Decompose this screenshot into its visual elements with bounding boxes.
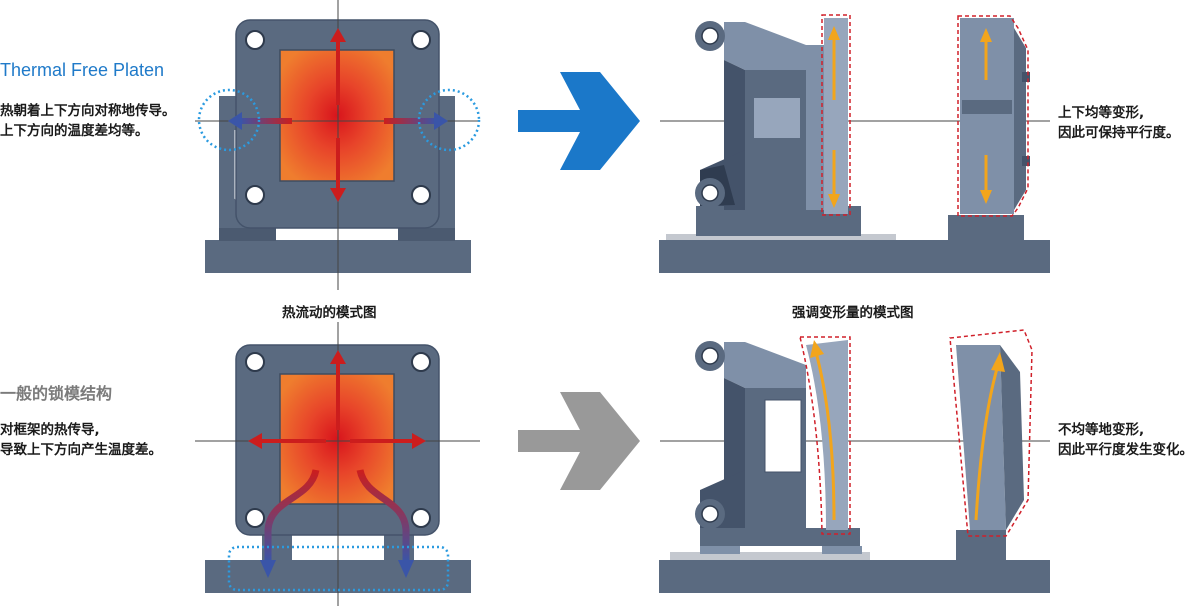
deform-arrow-down <box>828 194 840 208</box>
window <box>754 98 800 138</box>
highlight-circle-left <box>197 88 261 152</box>
bottom-section-title: 一般的锁模结构 <box>0 384 113 403</box>
top-result-line-2: 因此可保持平行度。 <box>1058 125 1180 141</box>
support-right <box>384 96 455 228</box>
deform-arrow-up <box>980 28 992 42</box>
heat-arrow-left <box>228 112 242 130</box>
platen-side <box>806 340 848 530</box>
heat-arrow-leg-right <box>398 560 414 578</box>
bottom-front-view <box>195 322 480 606</box>
heat-arrow-up <box>330 28 346 42</box>
platen-side-right <box>956 345 1006 530</box>
top-front-view <box>195 0 481 290</box>
bottom-side-view <box>659 329 1050 593</box>
top-desc-line-1: 热朝着上下方向对称地传导。 <box>0 103 176 119</box>
top-section-title: Thermal Free Platen <box>0 60 165 80</box>
bolt-hole <box>411 30 431 50</box>
caption-deformation: 强调变形量的模式图 <box>792 305 914 321</box>
bolt-hole <box>245 185 265 205</box>
caption-heat-flow: 热流动的模式图 <box>282 305 377 321</box>
foot-right <box>398 228 455 241</box>
bottom-desc-line-2: 导致上下方向产生温度差。 <box>0 442 162 458</box>
bottom-result-line-2: 因此平行度发生变化。 <box>1058 442 1193 458</box>
bolt-hole <box>411 185 431 205</box>
deform-outline <box>799 336 851 535</box>
deform-outline <box>957 15 1029 217</box>
deform-arrow-curve <box>991 352 1005 372</box>
deform-arrow-up <box>828 26 840 40</box>
heat-arrow-down <box>330 188 346 202</box>
top-desc-line-2: 上下方向的温度差均等。 <box>0 123 149 139</box>
bottom-result-line-1: 不均等地变形, <box>1058 422 1145 438</box>
heat-arrow-right <box>434 112 448 130</box>
base-plate <box>659 560 1050 593</box>
top-result-line-1: 上下均等变形, <box>1058 105 1145 121</box>
big-arrow-blue <box>518 72 640 170</box>
deform-outline <box>821 14 851 216</box>
base-plate <box>659 240 1050 273</box>
highlight-circle-right <box>417 88 481 152</box>
big-arrow-gray <box>518 392 640 490</box>
deform-outline <box>949 329 1033 537</box>
deform-arrow-curve <box>810 340 824 358</box>
deform-arrow-down <box>980 190 992 204</box>
bolt-hole <box>245 30 265 50</box>
top-side-view <box>659 14 1050 273</box>
bottom-desc-line-1: 对框架的热传导, <box>0 422 100 438</box>
window <box>764 399 802 473</box>
highlight-rect <box>227 545 450 592</box>
heat-arrow-leg-left <box>260 560 276 578</box>
foot-left <box>219 228 276 241</box>
platen-side <box>824 18 848 214</box>
support-left <box>219 96 290 228</box>
